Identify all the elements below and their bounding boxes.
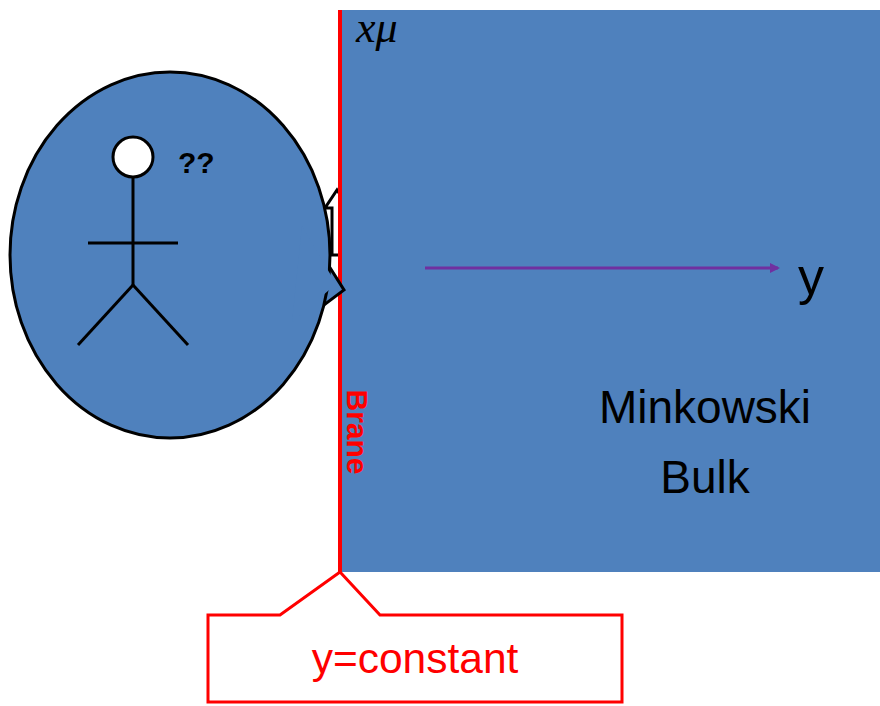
coordinate-label: xμ bbox=[356, 4, 398, 52]
node-text: y=constant bbox=[208, 615, 622, 702]
bubble-ellipse bbox=[10, 72, 330, 438]
callout-shape bbox=[208, 572, 622, 702]
bubble-tail-join bbox=[292, 226, 336, 322]
axis-label: y bbox=[798, 248, 824, 305]
stick-figure bbox=[78, 137, 188, 345]
speech-bubble: ?? bbox=[0, 60, 350, 450]
bubble-outline bbox=[0, 60, 350, 450]
bulk-region bbox=[340, 10, 880, 572]
brane-label: Brane bbox=[341, 389, 374, 474]
y-axis-arrow bbox=[425, 267, 778, 270]
node-text: ?? bbox=[178, 146, 215, 180]
node-text: Minkowski Bulk bbox=[565, 372, 845, 512]
callout-box: y=constant bbox=[200, 565, 630, 706]
